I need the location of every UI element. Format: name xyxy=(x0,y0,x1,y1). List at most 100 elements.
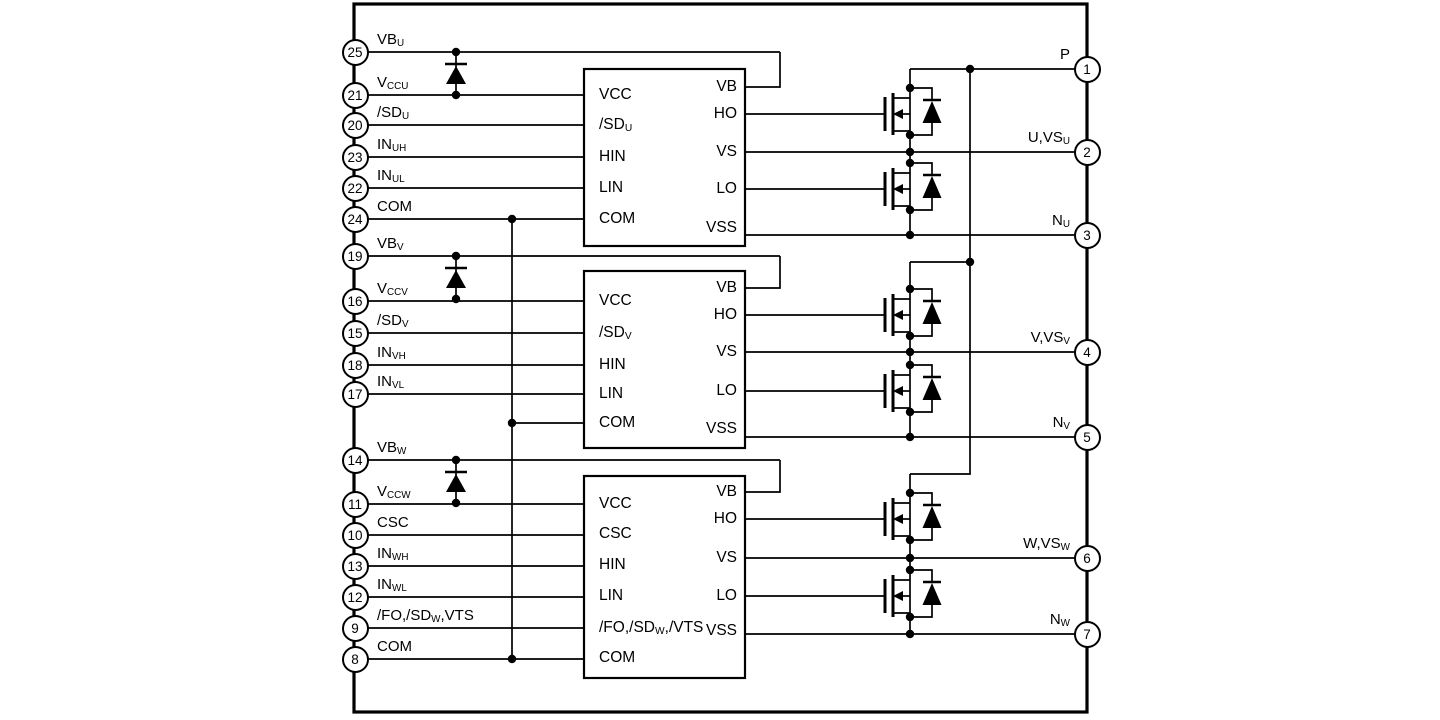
pin-number: 16 xyxy=(347,293,363,309)
pin-number: 13 xyxy=(347,558,363,574)
label-text: IN xyxy=(377,344,392,361)
gate-driver-w-input-label: LIN xyxy=(599,586,623,606)
pin-label-left: INVH xyxy=(377,343,406,365)
gate-driver-w-output-label: VS xyxy=(716,548,737,568)
gate-driver-u-output-label: HO xyxy=(714,104,737,124)
p-rail xyxy=(910,69,971,475)
gate-driver-v-input-label: /SDV xyxy=(599,323,632,345)
pin-label-left: VBW xyxy=(377,438,406,460)
label-subscript: V xyxy=(402,318,409,330)
pin-number: 23 xyxy=(347,149,363,165)
pin-label-left: INUH xyxy=(377,135,406,157)
label-text: N xyxy=(1049,611,1061,628)
label-subscript: V xyxy=(397,241,404,253)
label-text: IN xyxy=(377,167,392,184)
gate-driver-u-output-label: VS xyxy=(716,142,737,162)
pin-number: 5 xyxy=(1083,429,1091,445)
pin-number: 18 xyxy=(347,357,363,373)
pin-circle-2: 2 xyxy=(1073,138,1101,166)
label-text: /SD xyxy=(599,324,625,341)
gate-driver-u-input-label: /SDU xyxy=(599,115,632,137)
gate-driver-w-input-label: CSC xyxy=(599,524,632,544)
label-text: V,VS xyxy=(1030,329,1064,346)
pin-number: 19 xyxy=(347,248,363,264)
gate-driver-u-input-label: COM xyxy=(599,209,635,229)
pin-circle-10: 10 xyxy=(341,521,369,549)
pin-label-right: P xyxy=(1060,45,1070,65)
label-text: HO xyxy=(713,306,737,323)
label-text: VS xyxy=(716,143,737,160)
pin-label-left: COM xyxy=(377,197,412,217)
label-text: IN xyxy=(377,576,392,593)
pin-number: 4 xyxy=(1083,344,1091,360)
label-text: VCC xyxy=(599,495,632,512)
pin-circle-9: 9 xyxy=(341,614,369,642)
label-text: VB xyxy=(716,78,737,95)
label-text: LO xyxy=(716,587,737,604)
pin-circle-12: 12 xyxy=(341,583,369,611)
label-text: IN xyxy=(377,545,392,562)
pin-label-right: NV xyxy=(1053,413,1070,435)
pin-label-left: INVL xyxy=(377,372,404,394)
label-subscript: UL xyxy=(392,173,405,185)
pin-label-right: NW xyxy=(1050,610,1070,632)
gate-driver-w-input-label: /FO,/SDW,/VTS xyxy=(599,618,703,640)
label-text: IN xyxy=(377,373,392,390)
pin-number: 21 xyxy=(347,87,363,103)
label-text: /SD xyxy=(377,312,403,329)
label-subscript: WH xyxy=(392,551,409,563)
pin-circle-15: 15 xyxy=(341,319,369,347)
label-subscript: W xyxy=(1060,541,1070,553)
pin-circle-11: 11 xyxy=(341,490,369,518)
pin-number: 24 xyxy=(347,211,363,227)
label-text: COM xyxy=(599,649,636,666)
wires xyxy=(355,51,1087,660)
pin-label-left: VCCU xyxy=(377,73,408,95)
pin-circle-7: 7 xyxy=(1073,620,1101,648)
label-text: LIN xyxy=(599,385,624,402)
label-text: N xyxy=(1052,414,1064,431)
pin-circle-23: 23 xyxy=(341,143,369,171)
label-text: VSS xyxy=(705,420,737,437)
gate-driver-w-output-label: VSS xyxy=(706,621,737,641)
gate-driver-v-input-label: LIN xyxy=(599,384,623,404)
pin-label-left: VCCW xyxy=(377,482,411,504)
gate-driver-block-v xyxy=(582,269,747,450)
label-subscript: U xyxy=(397,37,405,49)
label-subscript: U xyxy=(1062,218,1070,230)
label-text: COM xyxy=(377,638,412,655)
gate-driver-u-output-label: VSS xyxy=(706,218,737,238)
pin-circle-21: 21 xyxy=(341,81,369,109)
gate-driver-block-u xyxy=(582,67,747,248)
label-text: ,/VTS xyxy=(664,619,704,636)
pin-label-left: /SDU xyxy=(377,103,409,125)
pin-circle-14: 14 xyxy=(341,446,369,474)
pin-number: 1 xyxy=(1083,61,1091,77)
label-text: ,VTS xyxy=(440,607,474,624)
pin-number: 22 xyxy=(347,180,363,196)
pin-label-left: COM xyxy=(377,637,412,657)
gate-driver-block-w xyxy=(582,474,747,680)
label-text: VSS xyxy=(705,219,737,236)
pin-label-left: /SDV xyxy=(377,311,409,333)
pin-number: 7 xyxy=(1083,626,1091,642)
pin-label-left: INUL xyxy=(377,166,405,188)
gate-driver-v-output-label: VS xyxy=(716,342,737,362)
pin-label-right: U,VSU xyxy=(1028,128,1070,150)
label-subscript: V xyxy=(1063,335,1070,347)
pin-number: 12 xyxy=(347,589,363,605)
pin-label-left: INWH xyxy=(377,544,408,566)
pin-label-left: CSC xyxy=(377,513,409,533)
pin-circle-3: 3 xyxy=(1073,221,1101,249)
pin-circle-6: 6 xyxy=(1073,544,1101,572)
label-subscript: U xyxy=(1062,135,1070,147)
label-subscript: VH xyxy=(392,350,406,362)
label-subscript: CCV xyxy=(387,286,408,298)
label-text: COM xyxy=(599,210,636,227)
pin-number: 17 xyxy=(347,386,363,402)
gate-driver-u-output-label: LO xyxy=(716,179,737,199)
gate-driver-v-output-label: VB xyxy=(716,278,737,298)
label-text: VCC xyxy=(599,86,632,103)
label-text: LO xyxy=(716,180,737,197)
